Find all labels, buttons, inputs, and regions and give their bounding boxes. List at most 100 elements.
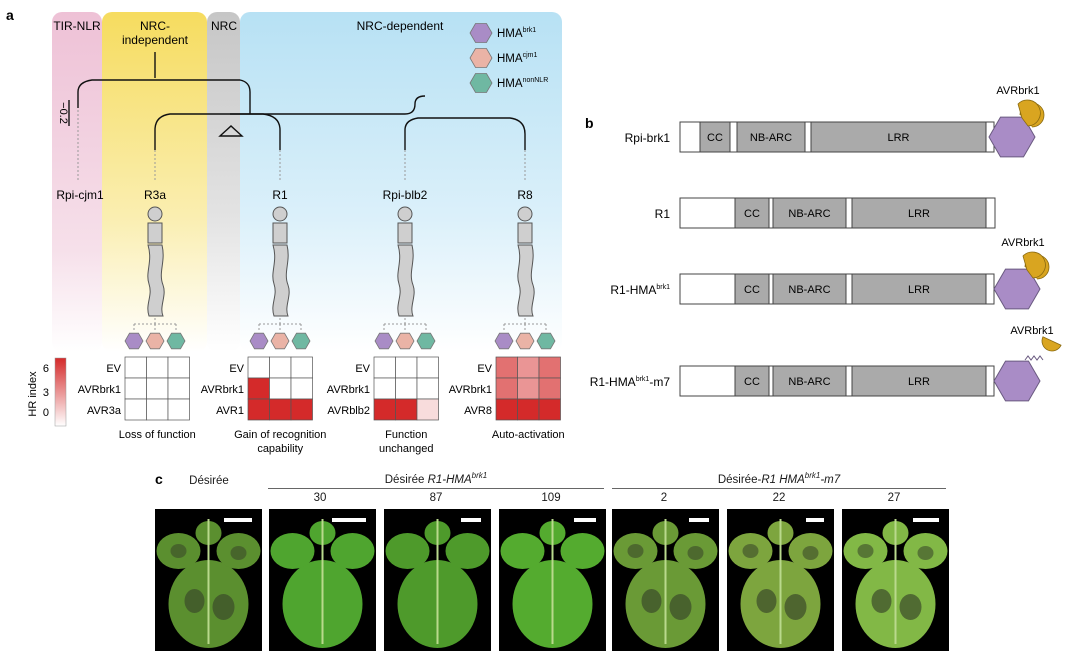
heatmap-cell	[290, 356, 313, 379]
group-label-desiree: Désirée	[189, 475, 229, 487]
line-label-22: 22	[772, 492, 786, 504]
heatmap-cell	[495, 398, 518, 421]
scale-bar: −0.2	[57, 100, 70, 126]
heatmap-row-label: AVRbrk1	[327, 384, 370, 396]
nlr-cartoon-r8	[503, 206, 547, 332]
domain-lrr	[851, 273, 987, 305]
heatmap-cell	[517, 377, 540, 400]
heatmap-cell	[416, 377, 439, 400]
scale-bar-photo	[689, 518, 709, 522]
domain-label: LRR	[908, 284, 930, 296]
clade-band-nrc-dependent	[240, 12, 562, 352]
leaf-illustration	[385, 519, 490, 648]
hma-hex-rpi-blb2-nonnlr	[416, 332, 436, 350]
construct-name: R1-HMAbrk1	[610, 283, 670, 297]
group-underline-r1-hma	[268, 488, 604, 489]
hma-hex-r3a-nonnlr	[166, 332, 186, 350]
heatmap-caption: Loss of function	[119, 429, 196, 441]
leaf-illustration	[270, 519, 375, 648]
heatmap-row-label: AVRbrk1	[449, 384, 492, 396]
hr-colorbar-gradient	[54, 357, 67, 427]
domain-cc	[734, 273, 770, 305]
heatmap-row-label: EV	[355, 363, 370, 375]
scale-value: −0.2	[57, 102, 69, 124]
heatmap-cell	[167, 398, 190, 421]
heatmap-cell	[495, 356, 518, 379]
scale-bar-photo	[224, 518, 252, 522]
hma-hex-r1-nonnlr	[291, 332, 311, 350]
heatmap-cell	[146, 356, 169, 379]
heatmap-cell	[395, 377, 418, 400]
clade-band-tir-nlr	[52, 12, 102, 352]
domain-label: LRR	[908, 208, 930, 220]
heatmap-row-label: EV	[477, 363, 492, 375]
clade-label-nrc-independent: NRC-independent	[122, 19, 189, 47]
nlr-cartoon-rpi-blb2	[383, 206, 427, 332]
heatmap-cell	[247, 398, 270, 421]
mutation-mark	[1024, 355, 1044, 361]
line-label-27: 27	[887, 492, 901, 504]
nlr-cartoon-r1	[258, 206, 302, 332]
clade-band-nrc	[207, 12, 240, 352]
panel-c-label: c	[155, 471, 163, 487]
legend-hex-cjm1	[469, 48, 493, 68]
leaf-photo-r1-hma-109	[499, 509, 606, 651]
heatmap-cell	[290, 398, 313, 421]
line-label-109: 109	[541, 492, 561, 504]
domain-label: CC	[707, 132, 723, 144]
scale-bar-photo	[332, 518, 366, 522]
construct-name: R1	[655, 207, 671, 221]
hma-hex-rpi-blb2-cjm1	[395, 332, 415, 350]
domain-label: LRR	[887, 132, 909, 144]
domain-nb-arc	[772, 273, 847, 305]
heatmap-cell	[167, 356, 190, 379]
leaf-photo-m7-2	[612, 509, 719, 651]
scale-bar-photo	[461, 518, 481, 522]
hr-tick-6: 6	[43, 363, 49, 375]
line-label-30: 30	[313, 492, 327, 504]
heatmap-cell	[247, 377, 270, 400]
legend-hex-nonnlr	[469, 73, 493, 93]
legend-label-brk1: HMAbrk1	[497, 27, 536, 40]
hma-hex-r1-cjm1	[270, 332, 290, 350]
hma-hex-r1-brk1	[249, 332, 269, 350]
domain-label: NB-ARC	[788, 208, 830, 220]
effector-unbound	[1041, 336, 1062, 352]
hr-tick-0: 0	[43, 407, 49, 419]
heatmap-cell	[416, 398, 439, 421]
leaf-photo-r1-hma-30	[269, 509, 376, 651]
heatmap-row-label: AVRblb2	[327, 405, 370, 417]
hma-hex-r8-cjm1	[515, 332, 535, 350]
domain-nb-arc	[736, 121, 806, 153]
heatmap-cell	[395, 398, 418, 421]
hr-tick-3: 3	[43, 387, 49, 399]
heatmap-row-label: EV	[229, 363, 244, 375]
heatmap-cell	[269, 377, 292, 400]
heatmap-cell	[124, 356, 147, 379]
clade-label-tir-nlr: TIR-NLR	[53, 19, 101, 33]
heatmap-row-label: AVRbrk1	[78, 384, 121, 396]
hma-hex-r8-brk1	[494, 332, 514, 350]
leaf-photo-desiree	[155, 509, 262, 651]
heatmap-row-label: AVRbrk1	[201, 384, 244, 396]
panel-b-label: b	[585, 115, 594, 131]
hma-hex-r3a-cjm1	[145, 332, 165, 350]
heatmap-cell	[495, 377, 518, 400]
domain-cc	[734, 197, 770, 229]
leaf-photo-m7-27	[842, 509, 949, 651]
nlr-cartoon-r3a	[133, 206, 177, 332]
heatmap-cell	[373, 377, 396, 400]
clade-band-nrc-independent	[102, 12, 207, 352]
heatmap-cell	[124, 398, 147, 421]
domain-label: LRR	[908, 376, 930, 388]
heatmap-cell	[290, 377, 313, 400]
construct-name: R1-HMAbrk1-m7	[590, 375, 671, 389]
heatmap-cell	[416, 356, 439, 379]
